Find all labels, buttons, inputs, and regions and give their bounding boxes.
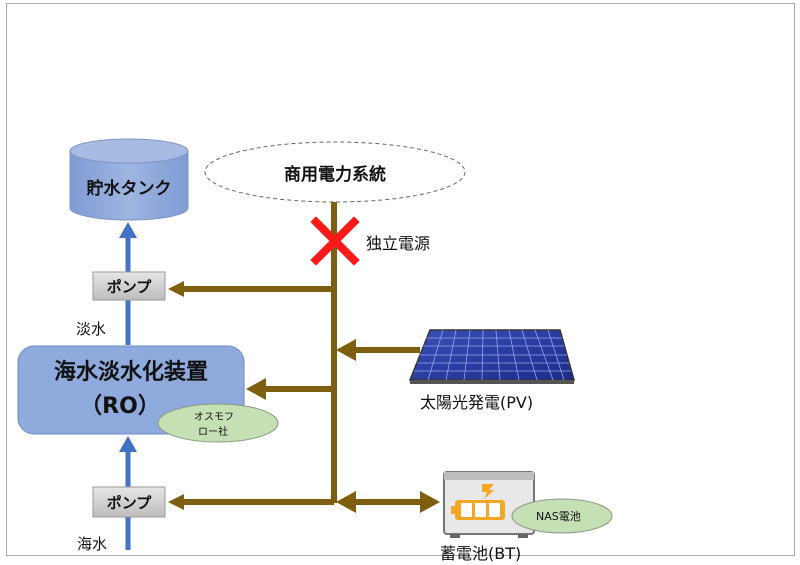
water-arrow-into-tank	[119, 222, 137, 238]
storage-tank-label: 貯水タンク	[86, 179, 172, 199]
battery-type-label: NAS電池	[536, 510, 581, 523]
ro-unit-subtitle: （RO）	[80, 394, 160, 419]
vendor-tag-line2: ロー社	[198, 427, 228, 438]
grid-ellipse	[204, 141, 466, 203]
power-bus	[180, 202, 428, 505]
arrow-to-top-pump	[168, 281, 184, 297]
vendor-tag-line1: オスモフ	[194, 412, 234, 423]
battery-type-tag	[511, 498, 613, 534]
power-arrowheads	[168, 281, 440, 513]
battery-label: 蓄電池(BT)	[440, 544, 522, 563]
pump-top-label: ポンプ	[106, 278, 152, 296]
fresh-water-label: 淡水	[76, 320, 107, 338]
pump-top-box	[92, 271, 166, 301]
water-arrow-into-ro	[119, 436, 137, 452]
disconnect-cross-icon	[310, 216, 360, 266]
storage-tank	[69, 138, 189, 221]
pump-bottom-label: ポンプ	[106, 494, 152, 512]
independent-power-label: 独立電源	[366, 234, 431, 253]
pump-bottom-box	[92, 486, 166, 518]
sea-water-label: 海水	[77, 535, 108, 553]
solar-panel-icon	[408, 329, 575, 384]
arrow-battery-right	[420, 491, 440, 513]
grid-label: 商用電力系統	[284, 165, 386, 185]
arrow-from-pv	[336, 339, 356, 361]
arrow-battery-left	[336, 491, 356, 513]
solar-label: 太陽光発電(PV)	[420, 393, 534, 412]
arrow-to-ro	[246, 378, 266, 400]
vendor-tag	[157, 403, 279, 443]
arrow-to-bottom-pump	[168, 494, 184, 510]
battery-cabinet-icon	[443, 471, 535, 538]
ro-unit-title: 海水淡水化装置	[53, 360, 208, 385]
